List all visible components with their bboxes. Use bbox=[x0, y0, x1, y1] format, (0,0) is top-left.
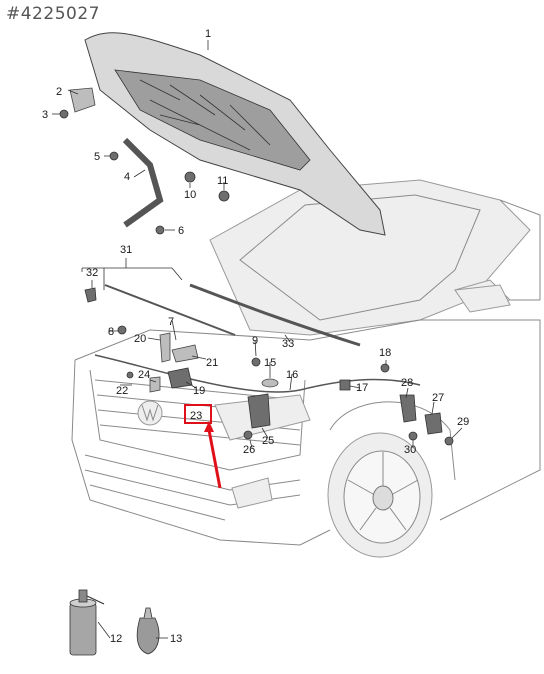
clip-32 bbox=[84, 287, 97, 303]
callout-16: 16 bbox=[286, 369, 298, 381]
callout-24: 24 bbox=[138, 369, 150, 381]
callout-2: 2 bbox=[56, 86, 62, 98]
vehicle-body bbox=[71, 179, 541, 558]
part-22 bbox=[126, 371, 134, 379]
hinge-2 bbox=[69, 87, 96, 113]
callout-23: 23 bbox=[190, 410, 202, 422]
buffer-11 bbox=[218, 190, 230, 202]
bolt-6 bbox=[155, 225, 165, 235]
bracket-20 bbox=[159, 332, 171, 363]
callout-25: 25 bbox=[262, 435, 274, 447]
callout-6: 6 bbox=[178, 225, 184, 237]
reference-id: #4225027 bbox=[6, 4, 100, 24]
buffer-10 bbox=[184, 171, 196, 183]
callout-labels: 1 2 3 4 5 6 7 8 9 10 11 12 13 15 16 17 1… bbox=[42, 28, 469, 645]
callout-33: 33 bbox=[282, 338, 294, 350]
leader-lines bbox=[52, 40, 463, 639]
highlight-23 bbox=[184, 404, 222, 489]
callout-19: 19 bbox=[193, 385, 205, 397]
clip-29 bbox=[444, 436, 454, 446]
hood-panel bbox=[84, 32, 386, 236]
callout-13: 13 bbox=[170, 633, 182, 645]
callout-30: 30 bbox=[404, 444, 416, 456]
callout-9: 9 bbox=[252, 335, 258, 347]
callout-7: 7 bbox=[168, 316, 174, 328]
callout-20: 20 bbox=[134, 333, 146, 345]
grease-bag-13 bbox=[136, 607, 160, 655]
lock-21 bbox=[171, 344, 199, 363]
cap-15 bbox=[261, 378, 279, 388]
callout-26: 26 bbox=[243, 444, 255, 456]
callout-12: 12 bbox=[110, 633, 122, 645]
callout-8: 8 bbox=[108, 326, 114, 338]
bolt-5 bbox=[109, 151, 119, 161]
bolt-30 bbox=[408, 431, 418, 441]
part-24 bbox=[149, 376, 161, 393]
gas-strut-4 bbox=[122, 137, 164, 228]
callout-21: 21 bbox=[206, 357, 218, 369]
callout-5: 5 bbox=[94, 151, 100, 163]
latch-19 bbox=[167, 367, 193, 389]
seal-7 bbox=[104, 284, 236, 336]
callout-17: 17 bbox=[356, 382, 368, 394]
part-9 bbox=[251, 357, 261, 367]
callout-31: 31 bbox=[120, 244, 132, 256]
handle-28 bbox=[399, 394, 417, 423]
callout-3: 3 bbox=[42, 109, 48, 121]
callout-15: 15 bbox=[264, 357, 276, 369]
callout-27: 27 bbox=[432, 392, 444, 404]
callout-18: 18 bbox=[379, 347, 391, 359]
callout-11: 11 bbox=[217, 175, 228, 187]
bolt-26 bbox=[243, 430, 253, 440]
callout-29: 29 bbox=[457, 416, 469, 428]
callout-32: 32 bbox=[86, 267, 98, 279]
part-27 bbox=[424, 412, 443, 435]
spray-can-12 bbox=[69, 589, 105, 656]
callout-1: 1 bbox=[205, 28, 211, 40]
bolt-3 bbox=[59, 109, 69, 119]
clip-8 bbox=[117, 325, 127, 335]
callout-22: 22 bbox=[116, 385, 128, 397]
clip-17 bbox=[339, 379, 351, 391]
lock-25 bbox=[247, 393, 271, 429]
callout-4: 4 bbox=[124, 171, 130, 183]
seal-33 bbox=[189, 283, 361, 347]
callout-10: 10 bbox=[184, 189, 196, 201]
clip-18 bbox=[380, 363, 390, 373]
cable-16 bbox=[94, 354, 421, 393]
callout-28: 28 bbox=[401, 377, 413, 389]
